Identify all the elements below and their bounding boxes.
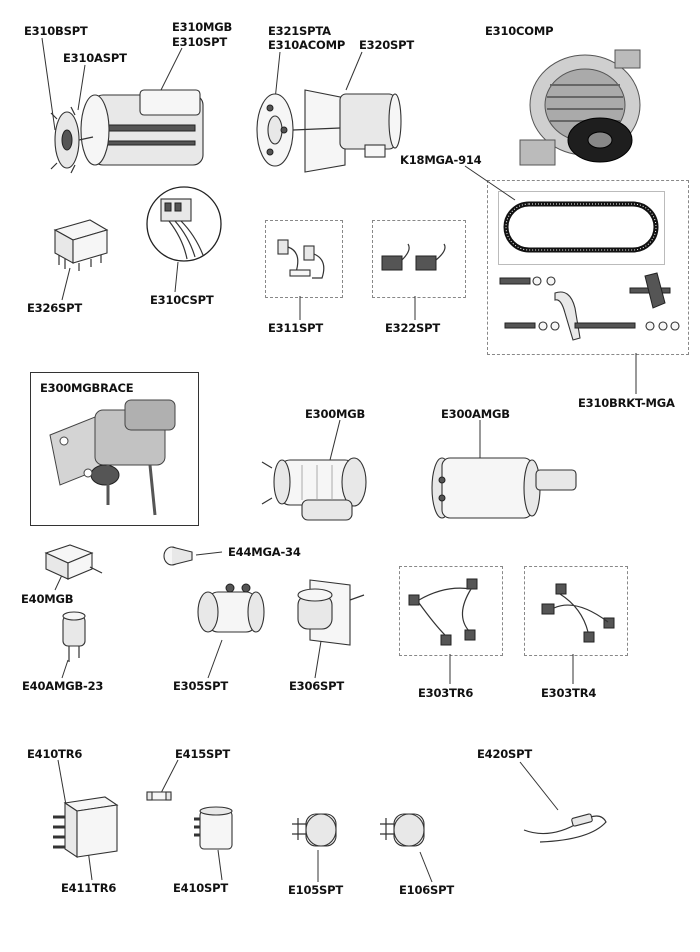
alternator-illustration [50,89,204,174]
label-e105spt: E105SPT [288,883,344,897]
label-e310spt: E310SPT [172,35,228,49]
label-e300mgb: E300MGB [305,407,366,421]
belt-inner-box [498,191,665,265]
label-e300amgb: E300AMGB [441,407,510,421]
relay-e40amgb-illustration [62,611,86,662]
label-e321spta: E321SPTA [268,24,331,38]
starter-e300amgb-illustration [431,457,577,519]
group-box-e300mgbrace [30,372,199,526]
label-e303tr4: E303TR4 [541,686,597,700]
harness-e303tr4-illustration [541,583,615,643]
brushes-e311-illustration [277,239,325,279]
label-e300mgbrace: E300MGBRACE [40,381,134,395]
label-e320spt: E320SPT [359,38,415,52]
label-e310brkt-mga: E310BRKT-MGA [578,396,675,410]
brushes-e322-illustration [381,243,446,271]
label-e44mga-34: E44MGA-34 [228,545,301,559]
dynamo-illustration [256,89,402,173]
label-e326spt: E326SPT [27,301,83,315]
switch-e306-illustration [297,579,365,646]
group-box-e322spt [372,220,466,298]
label-e306spt: E306SPT [289,679,345,693]
label-e420spt: E420SPT [477,747,533,761]
starter-e300mgb-illustration [261,457,367,521]
relay-e40mgb-illustration [44,544,103,580]
label-e411tr6: E411TR6 [61,881,117,895]
label-e310aspt: E310ASPT [63,51,127,65]
connector-plug-illustration [146,186,222,262]
race-starter-illustration [49,399,176,516]
label-e410spt: E410SPT [173,881,229,895]
harness-e303tr6-illustration [408,578,478,646]
label-e303tr6: E303TR6 [418,686,474,700]
label-e40amgb-23: E40AMGB-23 [22,679,104,693]
flasher-e105-illustration [292,813,337,847]
flasher-e410spt-illustration [194,806,233,850]
group-box-e310brkt-mga [487,180,689,355]
group-box-e303tr4 [524,566,628,656]
label-e410tr6: E410TR6 [27,747,83,761]
group-box-e311spt [265,220,343,298]
group-box-e303tr6 [399,566,503,656]
flasher-e106-illustration [380,813,425,847]
compact-alternator-illustration [519,49,641,166]
label-e310cspt: E310CSPT [150,293,214,307]
label-e322spt: E322SPT [385,321,441,335]
label-e310bspt: E310BSPT [24,24,88,38]
label-e310acomp: E310ACOMP [268,38,346,52]
bracket-kit-illustration [499,272,680,341]
label-e40mgb: E40MGB [21,592,74,606]
label-k18mga-914: K18MGA-914 [400,153,482,167]
sender-e420-illustration [523,813,607,843]
boot-e44mga-illustration [163,546,193,566]
fuse-e415-illustration [146,791,172,801]
flasher-e410tr6-illustration [53,796,119,859]
label-e310mgb: E310MGB [172,20,233,34]
label-e106spt: E106SPT [399,883,455,897]
label-e415spt: E415SPT [175,747,231,761]
solenoid-e305-illustration [197,583,265,633]
fan-belt-illustration [503,201,659,253]
label-e311spt: E311SPT [268,321,324,335]
label-e310comp: E310COMP [485,24,554,38]
control-box-illustration [53,219,109,271]
label-e305spt: E305SPT [173,679,229,693]
